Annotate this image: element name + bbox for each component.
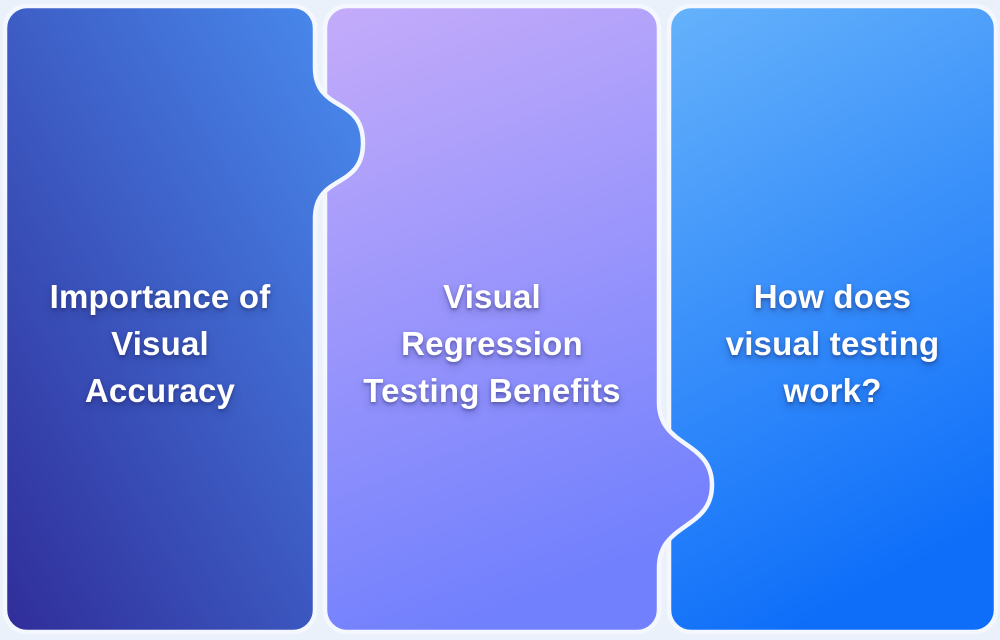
panel-card-importance-of-visual-accuracy — [2, 3, 366, 635]
panel-card-visual-regression-testing-benefits — [322, 3, 715, 635]
panel-card-how-does-visual-testing-work — [666, 3, 999, 635]
